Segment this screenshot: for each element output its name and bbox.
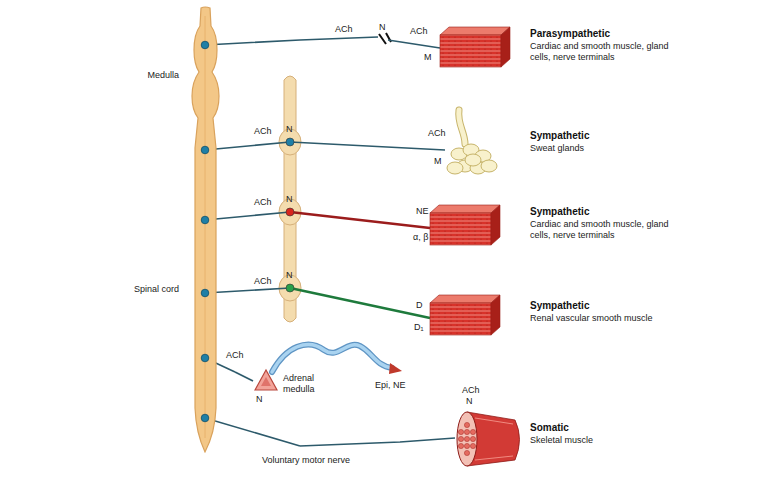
synapse-mark [379,33,391,44]
nerve-fiber [205,284,430,318]
ganglion-cell [286,284,294,292]
annotation-label: ACh [254,276,272,287]
node-text: Cardiac and smooth muscle, gland cells, … [530,41,690,63]
preganglionic-fiber [205,37,378,45]
annotation-label: ACh [335,24,353,35]
annotation-label: Voluntary motor nerve [262,455,350,466]
sweat-gland [445,110,500,180]
node-heading: Parasympathetic [530,28,690,40]
annotation-label: M [424,52,432,63]
annotation-label: N [286,124,293,135]
organ-node: SympatheticRenal vascular smooth muscle [430,294,760,338]
ganglion-cell [286,208,294,216]
node-heading: Sympathetic [530,130,690,142]
postganglionic-fiber [290,288,430,318]
preganglionic-fiber [205,288,290,293]
nerve-fiber [205,138,445,150]
preganglionic-fiber [205,418,300,446]
muscle-tissue [430,204,500,246]
node-heading: Sympathetic [530,300,690,312]
postganglionic-fiber [290,142,445,150]
postganglionic-fiber [388,40,440,48]
muscle-tissue [430,294,500,336]
skeletal-muscle [455,408,525,470]
annotation-label: N [286,194,293,205]
blood-vessel [272,345,392,372]
annotation-label: Epi, NE [375,380,406,391]
annotation-label: ACh [428,128,446,139]
annotation-label: ACh [226,350,244,361]
node-text: Medulla [111,70,179,81]
annotation-label: α, β [413,232,428,243]
node-text: Spinal cord [111,284,179,295]
ganglion-cell [286,138,294,146]
annotation-label: ACh [254,126,272,137]
annotation-label: D₁ [414,322,424,333]
annotation-label: ACh [254,197,272,208]
flow-arrow [389,363,402,374]
node-text: Sweat glands [530,143,690,154]
nerve-fiber [205,37,440,48]
postganglionic-fiber [300,438,455,446]
annotation-label: N [379,22,386,33]
preganglionic-fiber [205,142,290,150]
node-text: Renal vascular smooth muscle [530,313,690,324]
node-text: Skeletal muscle [530,435,690,446]
organ-node: SympatheticSweat glands [445,110,760,180]
organ-node: SympatheticCardiac and smooth muscle, gl… [430,204,760,248]
organ-node: MedullaSpinal cord [183,8,228,453]
organ-node: ParasympatheticCardiac and smooth muscle… [440,26,760,70]
node-heading: Somatic [530,422,690,434]
postganglionic-fiber [235,372,253,381]
annotation-label: N [286,270,293,281]
node-heading: Sympathetic [530,206,690,218]
annotation-label: N [466,396,473,407]
annotation-label: ACh [462,385,480,396]
adrenal-gland [253,368,279,392]
muscle-tissue [440,26,510,68]
node-text: Cardiac and smooth muscle, gland cells, … [530,219,690,241]
annotation-label: M [434,156,442,167]
annotation-label: ACh [410,26,428,37]
nerve-fiber [205,208,430,228]
preganglionic-fiber [205,212,290,220]
blood-vessel [272,345,392,372]
postganglionic-fiber [290,212,430,228]
annotation-label: D [416,300,423,311]
spinal-cord-shape [183,8,228,453]
annotation-label: N [256,394,263,405]
annotation-label: NE [416,206,429,217]
nerve-fiber [205,418,455,446]
organ-node: SomaticSkeletal muscle [455,408,760,470]
organ-node: Adrenal medulla [253,368,279,392]
node-text: Adrenal medulla [283,373,329,395]
